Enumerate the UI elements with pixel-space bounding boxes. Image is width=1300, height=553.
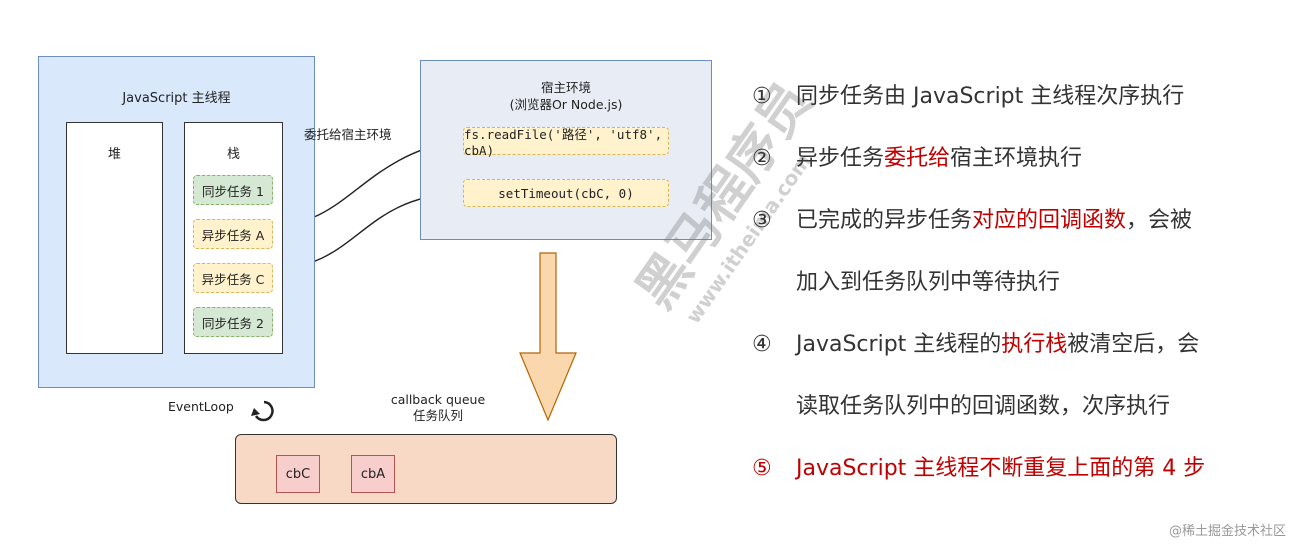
eventloop-icon (251, 400, 274, 422)
stack-task-async-a: 异步任务 A (193, 219, 273, 249)
step-3-line2: 加入到任务队列中等待执行 (796, 270, 1061, 295)
queue-label-line1: callback queue (390, 392, 486, 407)
big-down-arrow (519, 252, 577, 422)
stack-box: 栈 同步任务 1 异步任务 A 异步任务 C 同步任务 2 (184, 122, 283, 354)
stack-task-sync-1: 同步任务 1 (193, 175, 273, 205)
queue-item-cba: cbA (351, 455, 395, 493)
api-settimeout: setTimeout(cbC, 0) (463, 179, 669, 207)
event-loop-diagram: JavaScript 主线程 堆 栈 同步任务 1 异步任务 A 异步任务 C … (28, 48, 728, 518)
main-thread-box: JavaScript 主线程 堆 栈 同步任务 1 异步任务 A 异步任务 C … (38, 56, 315, 388)
host-title-line1: 宿主环境 (540, 80, 591, 95)
stack-title: 栈 (226, 147, 240, 162)
host-title: 宿主环境 (浏览器Or Node.js) (421, 79, 711, 113)
callback-queue-box: cbC cbA (235, 434, 617, 504)
host-title-line2: (浏览器Or Node.js) (509, 97, 623, 112)
queue-item-cbc: cbC (276, 455, 320, 493)
delegate-label: 委托给宿主环境 (304, 127, 392, 142)
main-thread-title: JavaScript 主线程 (122, 91, 231, 106)
queue-label-line2: 任务队列 (412, 408, 463, 423)
heap-title: 堆 (107, 147, 121, 162)
stack-task-async-c: 异步任务 C (193, 263, 273, 293)
stack-task-sync-2: 同步任务 2 (193, 307, 273, 337)
heap-box: 堆 (66, 122, 163, 354)
queue-label: callback queue 任务队列 (358, 392, 518, 424)
api-readfile: fs.readFile('路径', 'utf8', cbA) (463, 127, 669, 158)
step-4-line2: 读取任务队列中的回调函数，次序执行 (796, 394, 1171, 419)
eventloop-label: EventLoop (168, 399, 234, 414)
host-environment-box: 宿主环境 (浏览器Or Node.js) fs.readFile('路径', '… (420, 60, 712, 240)
footer-credit: @稀土掘金技术社区 (1168, 524, 1286, 539)
